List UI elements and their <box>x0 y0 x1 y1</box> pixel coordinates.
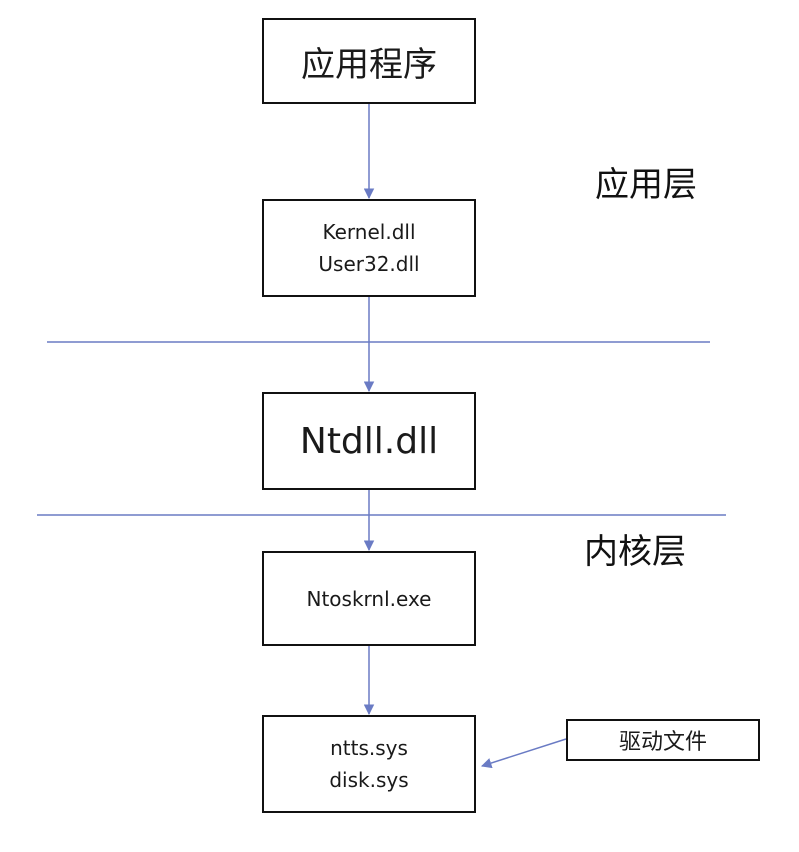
kernel-dll-label: Kernel.dll <box>322 220 416 244</box>
application-box: 应用程序 <box>262 18 476 104</box>
arrow-driver-files-to-drivers <box>481 738 567 769</box>
ntdll-box: Ntdll.dll <box>262 392 476 490</box>
disk-sys-label: disk.sys <box>329 768 409 792</box>
ntoskrnl-label: Ntoskrnl.exe <box>306 586 432 611</box>
driver-files-label: 驱动文件 <box>618 730 707 755</box>
ntts-sys-label: ntts.sys <box>330 736 408 760</box>
user32-dll-label: User32.dll <box>318 252 420 276</box>
user-mode-layer-label: 应用层 <box>595 165 697 205</box>
drivers-box: ntts.sys disk.sys <box>262 715 476 813</box>
ntdll-label: Ntdll.dll <box>299 420 439 462</box>
ntoskrnl-box: Ntoskrnl.exe <box>262 551 476 646</box>
kernel-user-dll-box: Kernel.dll User32.dll <box>262 199 476 297</box>
driver-files-box: 驱动文件 <box>566 719 760 761</box>
application-label: 应用程序 <box>301 44 437 85</box>
kernel-mode-layer-label: 内核层 <box>584 532 686 572</box>
